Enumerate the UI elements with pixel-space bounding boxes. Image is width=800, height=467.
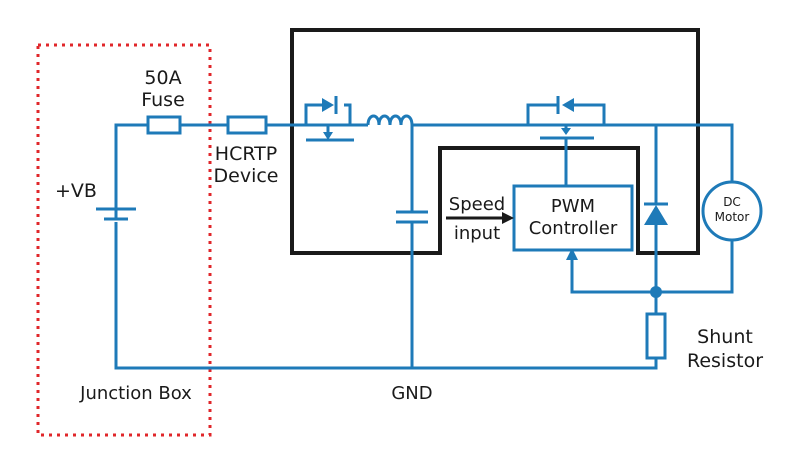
ground-label: GND [391, 383, 432, 404]
capacitor-icon [396, 210, 428, 224]
motor-return-wire [656, 240, 734, 294]
hcrtp-label-line2: Device [214, 165, 279, 187]
top-rail-wire [114, 123, 734, 218]
battery-icon [96, 207, 136, 221]
junction-node [650, 286, 662, 298]
fuse-label-line1: 50A [144, 67, 181, 89]
motor-label-line1: DC [723, 195, 741, 209]
feedback-arrowhead [566, 248, 578, 260]
mosfet-icon [526, 96, 606, 140]
speed-label-line1: Speed [449, 194, 505, 215]
motor-icon [701, 180, 763, 242]
battery-label: +VB [55, 180, 97, 202]
fuse-label-line2: Fuse [141, 89, 185, 111]
pwm-controller-box [512, 184, 634, 252]
hcrtp-label-line1: HCRTP [215, 143, 277, 165]
pwm-label-line2: Controller [529, 218, 618, 239]
controller-enclosure [290, 28, 700, 255]
ground-rail-wire [114, 222, 658, 370]
shunt-label-line1: Shunt [697, 326, 753, 348]
feedback-wire [570, 256, 656, 294]
junction-box-label: Junction Box [79, 383, 192, 404]
resistor-icon [645, 312, 667, 360]
mosfet-icon [304, 96, 354, 142]
pwm-label-line1: PWM [551, 196, 595, 217]
diode-icon [644, 202, 668, 225]
resettable-fuse-icon [226, 115, 268, 135]
motor-label-line2: Motor [715, 210, 750, 224]
shunt-label-line2: Resistor [687, 350, 763, 372]
inductor-icon [366, 114, 414, 126]
junction-box-border [36, 43, 212, 437]
speed-input-arrowhead [502, 212, 514, 224]
speed-label-line2: input [454, 223, 500, 244]
fuse-icon [146, 115, 182, 135]
